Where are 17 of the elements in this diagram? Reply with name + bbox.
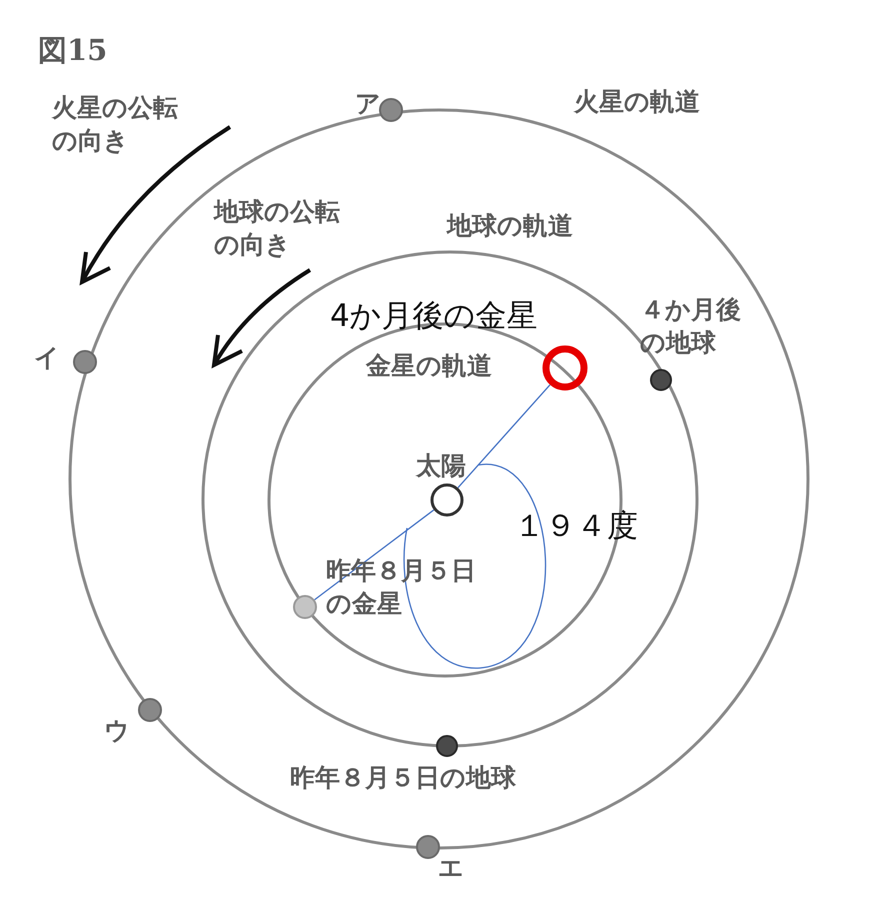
orbit-label: 地球の軌道 [447, 210, 573, 242]
point-label: エ [438, 852, 464, 884]
orbit-label: 金星の軌道 [366, 350, 492, 382]
connector-line [458, 384, 550, 488]
point-label: イ [34, 342, 60, 374]
direction-label: 火星の公転の向き [52, 92, 179, 156]
direction-label: 地球の公転の向き [214, 196, 341, 260]
point-label: ア [355, 88, 381, 120]
point-label: ウ [104, 715, 130, 747]
planet-label: 昨年８月５日の地球 [290, 762, 516, 794]
angle-label: １９４度 [514, 507, 638, 546]
planet-label: 太陽 [416, 450, 466, 482]
planet-label: 4か月後の金星 [330, 297, 538, 336]
planet-label: ４か月後の地球 [640, 294, 742, 358]
connector-line [314, 509, 434, 600]
figure-title: 図15 [38, 32, 108, 69]
orbit-label: 火星の軌道 [574, 86, 700, 118]
